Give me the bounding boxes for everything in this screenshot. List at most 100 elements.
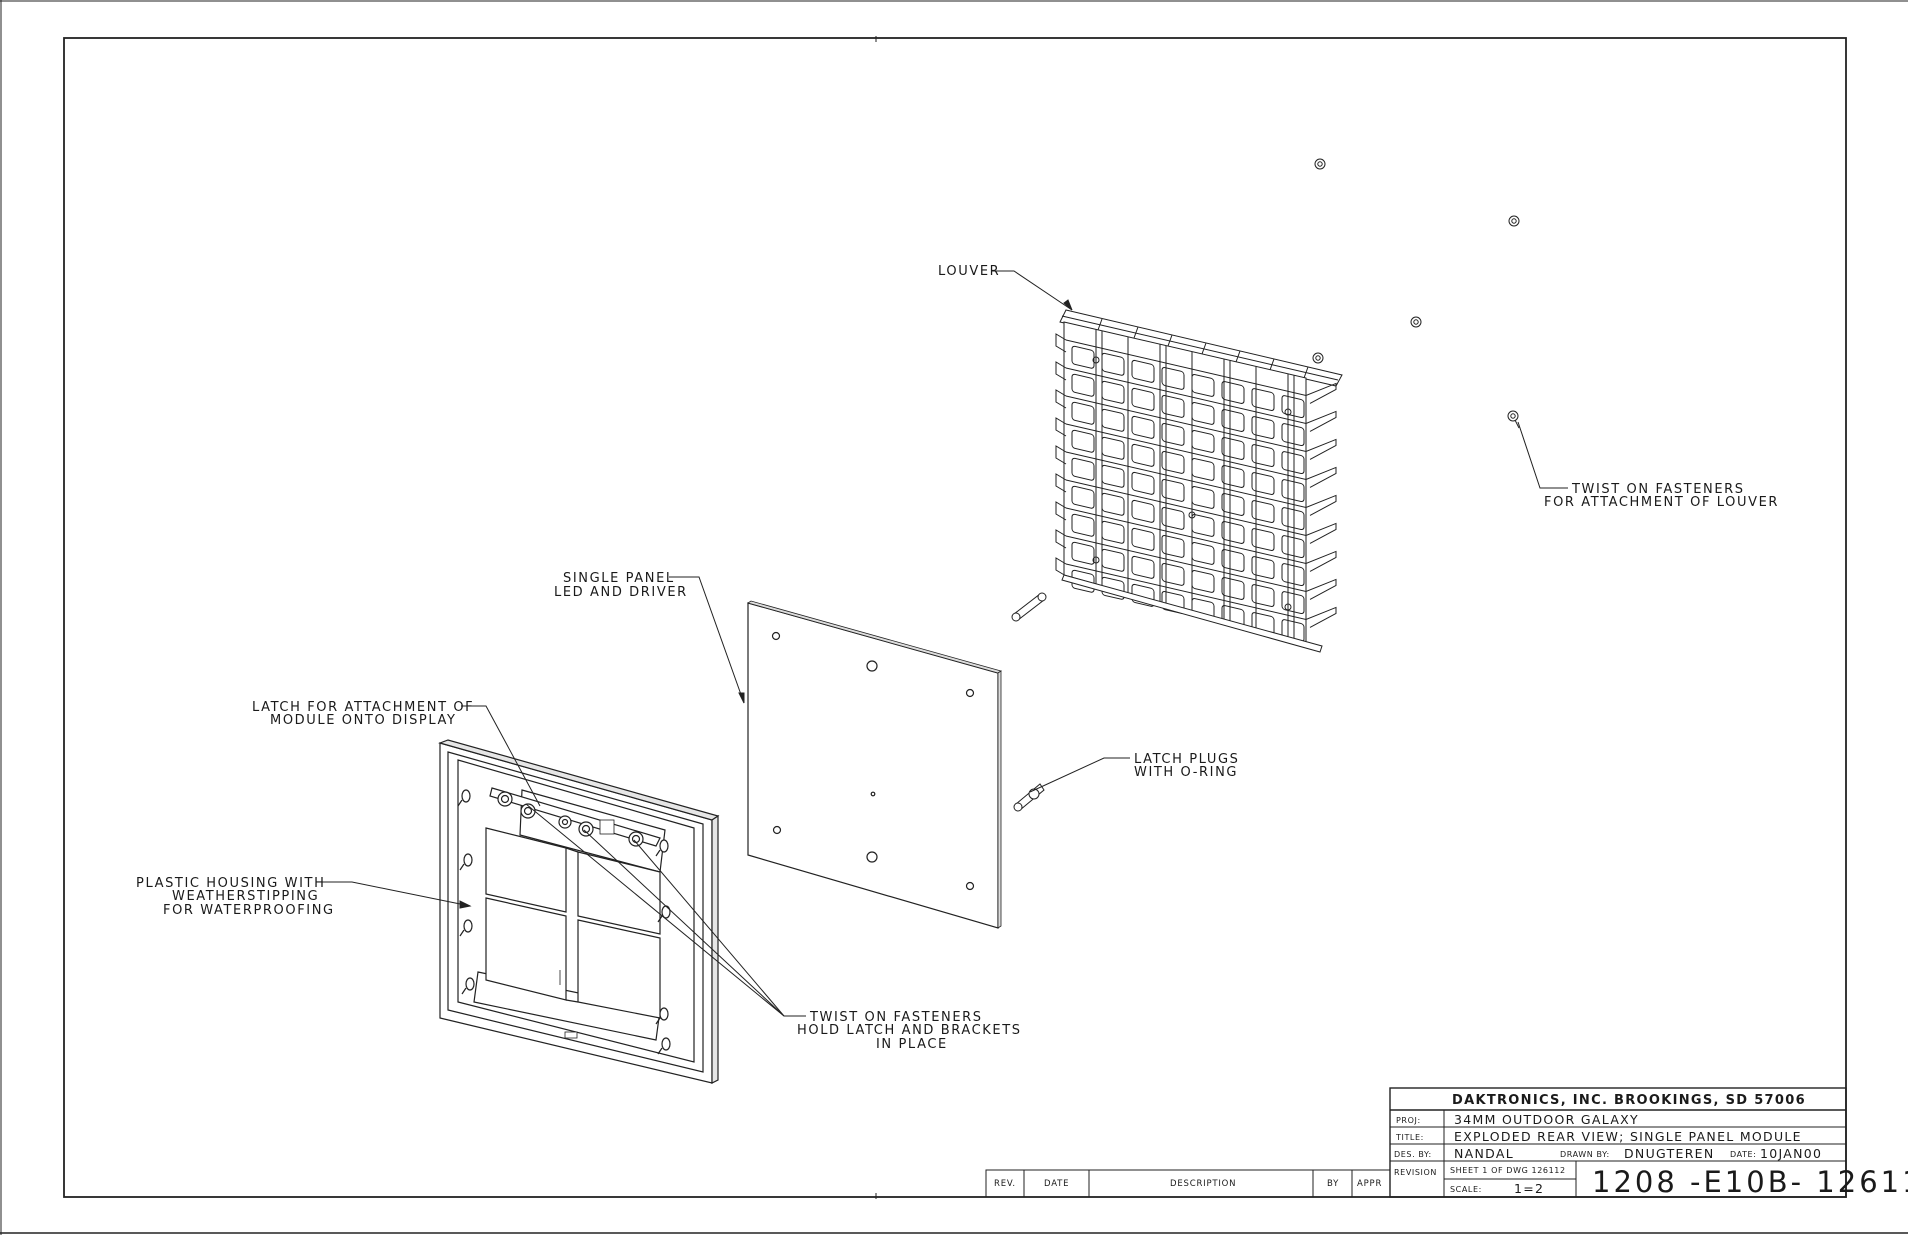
louver-fin — [1055, 389, 1337, 460]
louver-cell — [1131, 443, 1155, 467]
louver-cell — [1221, 493, 1245, 516]
louver-fin — [1055, 473, 1337, 544]
project-name: 34MM OUTDOOR GALAXY — [1454, 1112, 1639, 1127]
callout-twist-louver-line1: TWIST ON FASTENERS — [1571, 482, 1745, 497]
rev-header: REV. — [994, 1179, 1016, 1189]
louver-cell — [1251, 444, 1275, 467]
louver-cell — [1221, 577, 1245, 600]
louver-cell — [1131, 499, 1155, 523]
callout-twist-louver-line2: FOR ATTACHMENT OF LOUVER — [1544, 495, 1779, 510]
callout-latch-attachment: LATCH FOR ATTACHMENT OF MODULE ONTO DISP… — [252, 700, 474, 728]
callout-twist-hold-line2: HOLD LATCH AND BRACKETS — [797, 1023, 1022, 1038]
callout-twist-hold-line1: TWIST ON FASTENERS — [809, 1010, 983, 1025]
louver-cell — [1101, 352, 1125, 376]
louver-fin — [1055, 501, 1337, 572]
louver-cell — [1161, 366, 1185, 390]
louver-cell — [1221, 465, 1245, 488]
drawn-label: DRAWN BY: — [1560, 1150, 1610, 1159]
housing-peg — [655, 1007, 669, 1025]
plastic-housing — [438, 739, 720, 1084]
date-label: DATE: — [1730, 1150, 1757, 1159]
housing-peg — [457, 789, 471, 807]
louver-fin — [1055, 333, 1337, 404]
louver-fin — [1055, 445, 1337, 516]
callout-latch-attachment-line2: MODULE ONTO DISPLAY — [270, 713, 457, 728]
louver-cell — [1251, 528, 1275, 551]
louver-cell — [1131, 555, 1155, 579]
louver-cell — [1221, 521, 1245, 544]
callout-twist-hold-line3: IN PLACE — [876, 1037, 948, 1052]
callout-single-panel-line2: LED AND DRIVER — [554, 585, 688, 600]
leader-lines — [318, 270, 1568, 1017]
louver-cell — [1281, 535, 1305, 559]
louver-fin — [1055, 557, 1337, 628]
scale-label: SCALE: — [1450, 1185, 1482, 1194]
louver-cell — [1101, 380, 1125, 404]
louver-cell — [1251, 584, 1275, 607]
louver-cell — [1281, 451, 1305, 475]
louver-cell — [1251, 472, 1275, 495]
louver-cell — [1161, 562, 1185, 586]
louver-cell — [1221, 409, 1245, 432]
callout-louver: LOUVER — [938, 264, 999, 279]
appr-header: APPR — [1357, 1179, 1382, 1189]
louver-cell — [1071, 401, 1095, 425]
drawing-title: EXPLODED REAR VIEW; SINGLE PANEL MODULE — [1454, 1129, 1802, 1144]
callout-housing-line2: WEATHERSTIPPING — [172, 889, 319, 904]
louver-fin — [1055, 417, 1337, 488]
louver-cell — [1161, 450, 1185, 474]
designer: NANDAL — [1454, 1146, 1514, 1161]
louver-cell — [1251, 500, 1275, 523]
louver-cell — [1191, 430, 1215, 453]
louver-cell — [1161, 394, 1185, 418]
louver-cell — [1101, 436, 1125, 460]
latch-plugs — [1011, 592, 1047, 812]
callout-single-panel: SINGLE PANEL LED AND DRIVER — [554, 571, 688, 600]
louver-cell — [1101, 520, 1125, 544]
louver-cell — [1101, 408, 1125, 432]
des-label: DES. BY: — [1394, 1150, 1432, 1159]
scale-value: 1=2 — [1514, 1181, 1544, 1196]
louver-fin — [1055, 361, 1337, 432]
louver-cell — [1131, 527, 1155, 551]
louver-cell — [1191, 486, 1215, 509]
louver-cell — [1071, 373, 1095, 397]
callout-latch-plugs-line1: LATCH PLUGS — [1134, 752, 1239, 767]
drawing-number: 1208 -E10B- 126112 — [1592, 1165, 1908, 1199]
housing-peg — [461, 977, 475, 995]
louver-cell — [1221, 381, 1245, 404]
description-header: DESCRIPTION — [1170, 1179, 1236, 1189]
drafter: DNUGTEREN — [1624, 1146, 1715, 1161]
housing-peg — [459, 853, 473, 871]
louver-cell — [1221, 549, 1245, 572]
date-header: DATE — [1044, 1179, 1069, 1189]
louver-cell — [1281, 507, 1305, 531]
callout-latch-plugs: LATCH PLUGS WITH O-RING — [1134, 752, 1239, 780]
louver-cell — [1161, 478, 1185, 502]
callout-plastic-housing: PLASTIC HOUSING WITH WEATHERSTIPPING FOR… — [136, 876, 333, 918]
drawing-date: 10JAN00 — [1760, 1146, 1822, 1161]
callout-single-panel-line1: SINGLE PANEL — [563, 571, 675, 586]
louver-cell — [1071, 513, 1095, 537]
louver-cell — [1191, 514, 1215, 537]
by-header: BY — [1327, 1179, 1339, 1189]
louver-cell — [1071, 457, 1095, 481]
louver-cell — [1101, 492, 1125, 516]
louver-cell — [1191, 542, 1215, 565]
louver-cell — [1131, 387, 1155, 411]
callout-housing-line1: PLASTIC HOUSING WITH — [136, 876, 325, 891]
louver-cell — [1161, 506, 1185, 530]
callout-latch-attachment-line1: LATCH FOR ATTACHMENT OF — [252, 700, 474, 715]
proj-label: PROJ: — [1396, 1116, 1421, 1125]
revision-label: REVISION — [1394, 1168, 1437, 1177]
louver-cell — [1071, 429, 1095, 453]
louver-cell — [1071, 345, 1095, 369]
callout-latch-plugs-line2: WITH O-RING — [1134, 765, 1238, 780]
louver-cell — [1131, 359, 1155, 383]
louver-cell — [1191, 570, 1215, 593]
louver-cell — [1161, 422, 1185, 446]
callout-twist-hold: TWIST ON FASTENERS HOLD LATCH AND BRACKE… — [797, 1010, 1022, 1052]
louver-cell — [1131, 415, 1155, 439]
